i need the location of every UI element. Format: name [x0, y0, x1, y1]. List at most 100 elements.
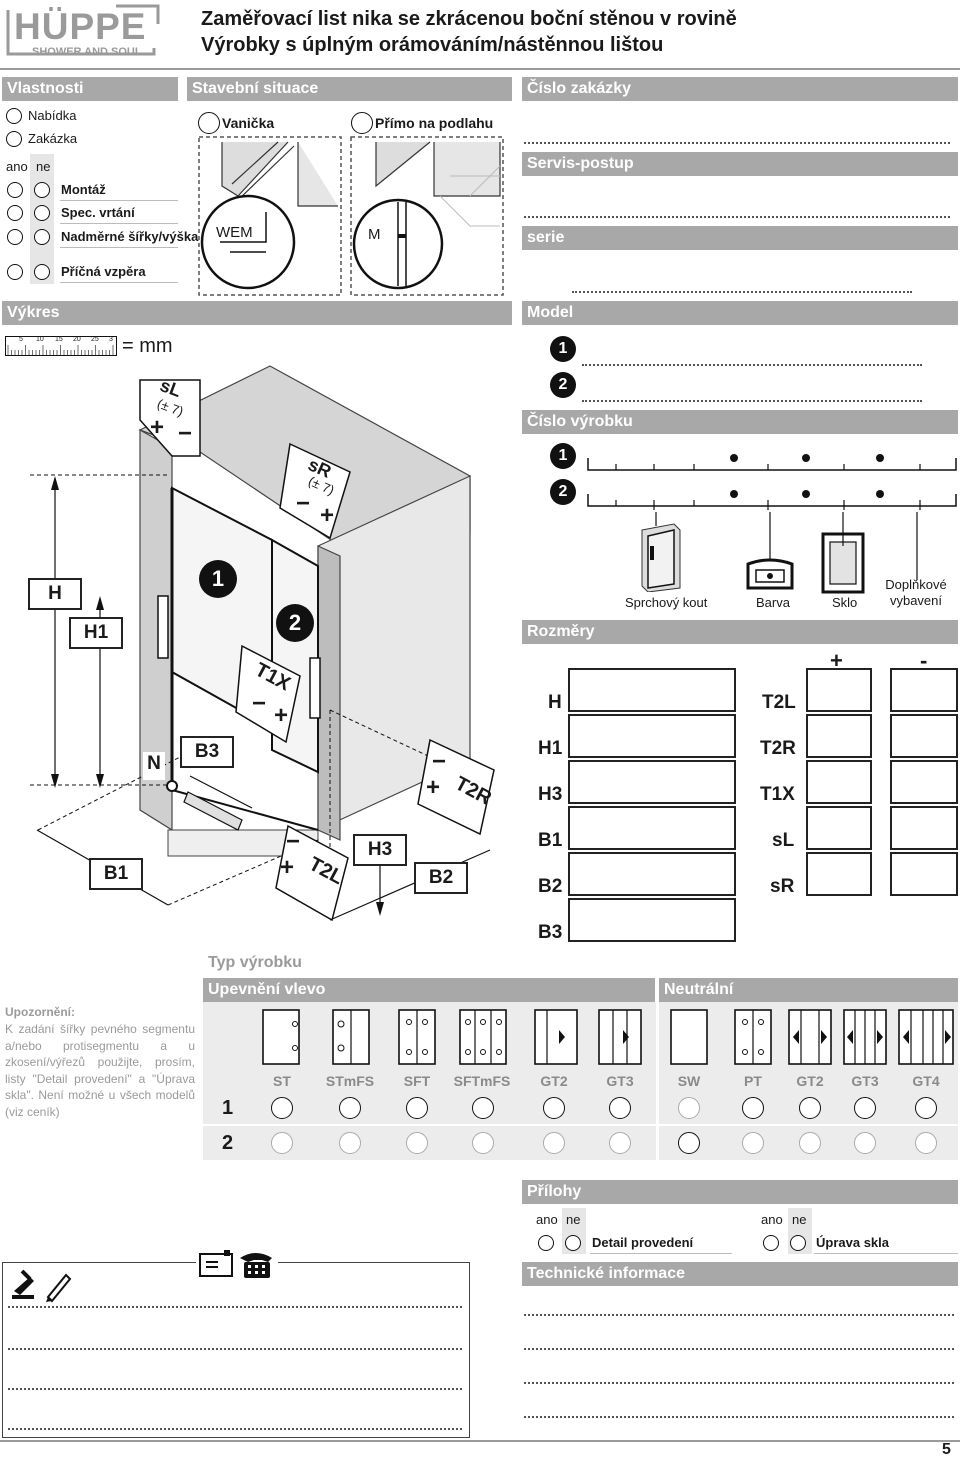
m-label: M	[368, 226, 381, 243]
drill-yes-radio[interactable]	[7, 205, 23, 221]
type-gt3-row1-radio[interactable]	[609, 1097, 631, 1119]
type-stmfs-row1-radio[interactable]	[339, 1097, 361, 1119]
crossbar-yes-radio[interactable]	[7, 264, 23, 280]
tech-info-line[interactable]	[524, 1382, 954, 1384]
type-sft-row1-radio[interactable]	[406, 1097, 428, 1119]
dim-sl-plus-input[interactable]	[806, 806, 872, 850]
order-no-field[interactable]	[524, 142, 950, 144]
dim-sr-minus-input[interactable]	[890, 852, 958, 896]
t2l-minus: −	[286, 828, 301, 855]
attach-yes-header-1: ano	[536, 1212, 558, 1227]
dim-b3-input[interactable]	[568, 898, 736, 942]
dim-sl-label: sL	[772, 830, 795, 851]
dim-t2l-minus-input[interactable]	[890, 668, 958, 712]
type-pt-row2-radio[interactable]	[742, 1132, 764, 1154]
offer-radio[interactable]	[6, 108, 22, 124]
type-sw-row2-radio[interactable]	[678, 1132, 700, 1154]
dim-t1x-minus-input[interactable]	[890, 760, 958, 804]
series-field[interactable]	[572, 291, 912, 293]
attach-yes-header-2: ano	[761, 1212, 783, 1227]
dim-b2-input[interactable]	[568, 852, 736, 896]
dim-h-label: H	[548, 692, 562, 713]
notes-line[interactable]	[8, 1388, 462, 1390]
product-no-fields[interactable]	[586, 450, 958, 510]
crossbar-no-radio[interactable]	[34, 264, 50, 280]
drill-no-radio[interactable]	[34, 205, 50, 221]
type-sft-row2-radio[interactable]	[406, 1132, 428, 1154]
type-gt3n-row1-radio[interactable]	[854, 1097, 876, 1119]
dim-t2l-plus-input[interactable]	[806, 668, 872, 712]
drawing-heading: Výkres	[2, 301, 512, 325]
type-sftmfs-row1-radio[interactable]	[472, 1097, 494, 1119]
model-1-badge: 1	[550, 336, 576, 362]
type-label-st: ST	[273, 1073, 291, 1089]
tech-info-line[interactable]	[524, 1348, 954, 1350]
tray-radio[interactable]	[198, 112, 220, 134]
type-label-sft: SFT	[403, 1073, 431, 1089]
accessory-icon	[912, 512, 922, 580]
notes-line[interactable]	[8, 1306, 462, 1308]
type-gt2n-row1-radio[interactable]	[799, 1097, 821, 1119]
type-pt-row1-radio[interactable]	[742, 1097, 764, 1119]
type-gt3n-row2-radio[interactable]	[854, 1132, 876, 1154]
color-icon	[744, 512, 796, 592]
type-stmfs-row2-radio[interactable]	[339, 1132, 361, 1154]
dim-t2r-plus-input[interactable]	[806, 714, 872, 758]
dim-h-input[interactable]	[568, 668, 736, 712]
oversize-yes-radio[interactable]	[7, 229, 23, 245]
page-title-line2: Výrobky s úplným orámováním/nástěnnou li…	[201, 34, 664, 56]
type-st-row1-radio[interactable]	[271, 1097, 293, 1119]
t2r-minus: −	[432, 748, 447, 775]
type-sw-row1-radio[interactable]	[678, 1097, 700, 1119]
t2r-plus: +	[426, 774, 441, 801]
product-no-1-badge: 1	[550, 443, 576, 469]
divider	[60, 200, 178, 201]
tech-info-line[interactable]	[524, 1314, 954, 1316]
type-gt2-row1-radio[interactable]	[543, 1097, 565, 1119]
glass-label: Úprava skla	[816, 1235, 889, 1250]
dim-sl-minus-input[interactable]	[890, 806, 958, 850]
mount-no-radio[interactable]	[34, 182, 50, 198]
glass-no-radio[interactable]	[790, 1235, 806, 1251]
dim-n-box: N	[143, 752, 165, 780]
dim-b1-input[interactable]	[568, 806, 736, 850]
dim-t2r-minus-input[interactable]	[890, 714, 958, 758]
scale-ruler: 5 10 15 20 25 3	[5, 336, 117, 356]
door-number-2: 2	[276, 604, 314, 642]
notes-line[interactable]	[8, 1348, 462, 1350]
type-sftmfs-row2-radio[interactable]	[472, 1132, 494, 1154]
notes-line[interactable]	[8, 1428, 462, 1430]
type-st-row2-radio[interactable]	[271, 1132, 293, 1154]
type-gt4-row2-radio[interactable]	[915, 1132, 937, 1154]
type-row-1-badge: 1	[222, 1097, 234, 1119]
detail-yes-radio[interactable]	[538, 1235, 554, 1251]
type-gt2-row2-radio[interactable]	[543, 1132, 565, 1154]
type-gt4-row1-radio[interactable]	[915, 1097, 937, 1119]
dim-h-box: H	[28, 578, 82, 610]
order-radio[interactable]	[6, 131, 22, 147]
type-row-2-badge: 2	[222, 1132, 234, 1154]
service-field[interactable]	[524, 216, 950, 218]
floor-label: Přímo na podlahu	[375, 115, 494, 131]
floor-radio[interactable]	[351, 112, 373, 134]
dim-b1-label: B1	[538, 830, 563, 851]
dim-t1x-plus-input[interactable]	[806, 760, 872, 804]
glass-yes-radio[interactable]	[763, 1235, 779, 1251]
dim-h1-input[interactable]	[568, 714, 736, 758]
dim-t2l-label: T2L	[762, 692, 796, 713]
sl-plus: +	[150, 414, 165, 441]
type-label-pt: PT	[744, 1073, 762, 1089]
model-2-field[interactable]	[582, 400, 922, 402]
tech-info-line[interactable]	[524, 1416, 954, 1418]
order-no-heading: Číslo zakázky	[522, 77, 958, 101]
type-gt3-row2-radio[interactable]	[609, 1132, 631, 1154]
oversize-no-radio[interactable]	[34, 229, 50, 245]
model-1-field[interactable]	[582, 364, 922, 366]
dim-sr-plus-input[interactable]	[806, 852, 872, 896]
mount-yes-radio[interactable]	[7, 182, 23, 198]
divider	[60, 282, 178, 283]
dim-h3-input[interactable]	[568, 760, 736, 804]
type-gt2n-row2-radio[interactable]	[799, 1132, 821, 1154]
detail-no-radio[interactable]	[565, 1235, 581, 1251]
sr-plus: +	[320, 502, 335, 529]
